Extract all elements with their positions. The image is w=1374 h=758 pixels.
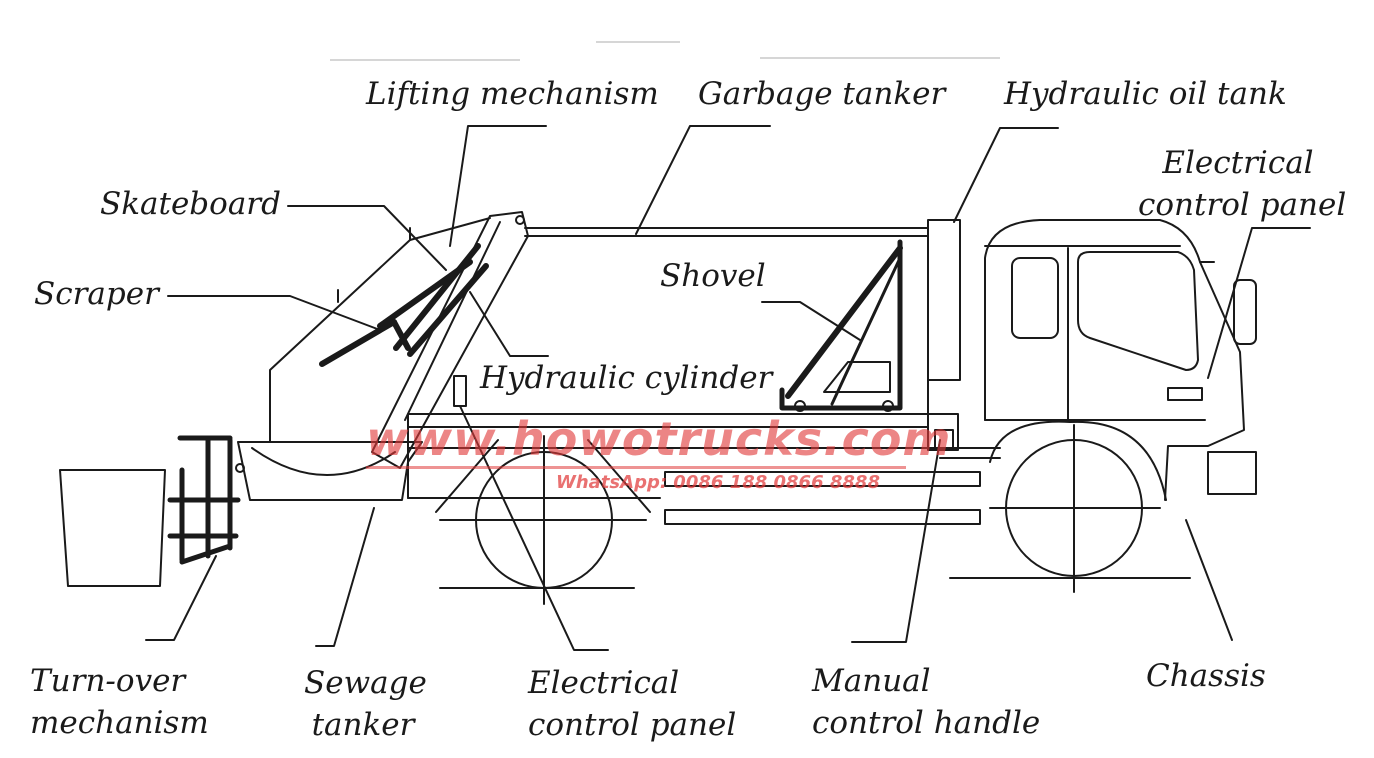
label-hydraulic-oil-tank: Hydraulic oil tank: [1004, 76, 1287, 112]
manual-handle-box: [934, 429, 954, 449]
label-skateboard: Skateboard: [100, 186, 281, 222]
lifting-cylinder: [377, 243, 489, 357]
watermark-underline: [366, 466, 906, 469]
label-lifting-mechanism: Lifting mechanism: [366, 76, 659, 112]
leader-lines: [145, 125, 1311, 651]
label-electrical-control-panel-bottom-line2: control panel: [528, 707, 737, 743]
label-electrical-control-panel-bottom: Electrical control panel: [528, 662, 736, 746]
label-electrical-control-panel-bottom-line1: Electrical: [528, 665, 680, 701]
hydraulic-oil-tank: [927, 219, 961, 381]
label-turn-over-mechanism-line1: Turn-over: [30, 663, 186, 699]
electrical-box: [453, 375, 467, 407]
label-turn-over-mechanism-line2: mechanism: [30, 705, 209, 741]
label-manual-control-handle-line2: control handle: [812, 705, 1041, 741]
label-shovel: Shovel: [660, 258, 766, 294]
label-electrical-control-panel-top: Electrical control panel: [1138, 142, 1347, 226]
label-sewage-tanker: Sewage tanker: [304, 662, 427, 746]
label-chassis: Chassis: [1146, 658, 1266, 694]
label-manual-control-handle: Manual control handle: [812, 660, 1040, 744]
label-hydraulic-cylinder: Hydraulic cylinder: [480, 360, 773, 396]
front-wheel: [949, 420, 1191, 593]
truck-cab: [984, 219, 1257, 501]
label-turn-over-mechanism: Turn-over mechanism: [30, 660, 209, 744]
label-electrical-control-panel-top-line1: Electrical: [1162, 145, 1314, 181]
control-box: [927, 413, 959, 451]
label-sewage-tanker-line1: Sewage: [304, 665, 427, 701]
shovel: [779, 239, 903, 412]
label-garbage-tanker: Garbage tanker: [698, 76, 946, 112]
scraper-blade: [319, 319, 411, 367]
rear-wheel: [435, 435, 651, 605]
watermark-whatsapp: WhatsApp: 0086 188 0866 8888: [556, 472, 880, 493]
watermark-url: www.howotrucks.com: [366, 412, 952, 466]
label-sewage-tanker-line2: tanker: [311, 707, 415, 743]
label-manual-control-handle-line1: Manual: [812, 663, 931, 699]
rear-loader: [59, 435, 423, 587]
label-scraper: Scraper: [34, 276, 159, 312]
label-electrical-control-panel-top-line2: control panel: [1138, 187, 1347, 223]
scan-artifacts: [330, 41, 1000, 61]
